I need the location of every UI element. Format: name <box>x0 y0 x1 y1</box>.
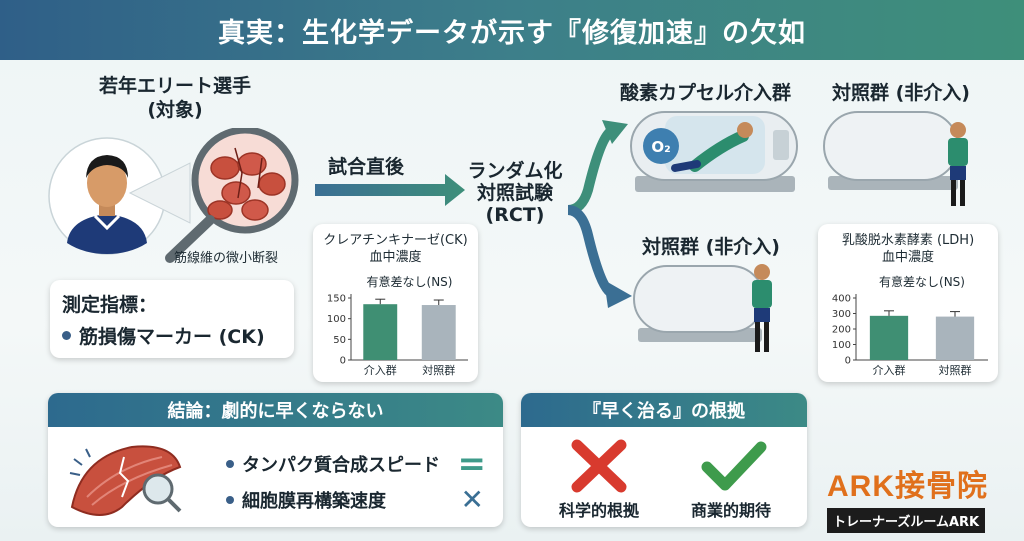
conclusion-item-membrane: 細胞膜再構築速度 ✕ <box>226 485 486 515</box>
bar-control <box>421 305 456 360</box>
bullet-icon <box>226 496 234 504</box>
ldh-chart-card: 乳酸脱水素酵素 (LDH) 血中濃度 有意差なし(NS) 0 100 200 300 40… <box>818 224 998 382</box>
brand-logo: ARK接骨院 トレーナーズルームARK <box>827 468 1019 533</box>
brand-sub: トレーナーズルームARK <box>827 508 986 533</box>
subject-line2: (対象) <box>147 99 203 121</box>
bar-intervention <box>869 315 909 360</box>
arrow-right-icon <box>315 174 465 206</box>
ck-title-line2: 血中濃度 <box>369 250 422 265</box>
y-tick-label: 100 <box>832 340 851 351</box>
conclusion-item-label: タンパク質合成スピード <box>242 455 440 476</box>
category-label: 対照群 <box>422 363 455 377</box>
y-tick-label: 200 <box>832 325 851 336</box>
basis-commercial-label: 商業的期待 <box>690 501 771 520</box>
o2-icon <box>643 128 679 164</box>
ck-chart-title: クレアチンキナーゼ(CK) 血中濃度 <box>313 232 478 266</box>
y-tick-label: 400 <box>832 294 851 305</box>
chart-annotation: 有意差なし(NS) <box>367 274 453 289</box>
y-tick-label: 50 <box>333 335 346 346</box>
bar-intervention <box>363 304 398 360</box>
rct-label: ランダム化 対照試験 (RCT) <box>465 160 565 226</box>
athlete-hair <box>86 155 128 178</box>
group-capsule-label: 酸素カプセル介入群 <box>620 82 792 104</box>
measure-item: 筋損傷マーカー (CK) <box>62 322 265 349</box>
conclusion-item-label: 細胞膜再構築速度 <box>242 491 386 512</box>
category-label: 介入群 <box>364 363 397 377</box>
ck-title-line1: クレアチンキナーゼ(CK) <box>323 233 468 248</box>
brand-name: ARK接骨院 <box>827 470 988 503</box>
flow-arrows <box>315 120 632 308</box>
arrow-up-branch-icon <box>567 128 614 215</box>
basis-panel: 『早く治る』の根拠 科学的根拠 商業的期待 <box>521 393 807 527</box>
bar-control <box>935 316 975 360</box>
basis-header: 『早く治る』の根拠 <box>521 393 807 427</box>
magnifier-handle <box>165 215 215 263</box>
subject-label: 若年エリート選手 (対象) <box>60 74 290 122</box>
conclusion-panel: 結論：劇的に早くならない タンパク質合成スピード = 細胞膜再構築速度 ✕ <box>48 393 503 527</box>
group-control-bottom-label: 対照群 (非介入) <box>642 236 780 258</box>
subject-line1: 若年エリート選手 <box>98 75 251 97</box>
equal-icon: = <box>457 444 487 484</box>
after-match-label: 試合直後 <box>328 156 405 178</box>
athlete-jersey <box>67 214 147 254</box>
muscle-fibers-icon <box>207 147 286 221</box>
bullet-icon <box>226 460 234 468</box>
group-control-top-label: 対照群 (非介入) <box>832 82 970 104</box>
category-label: 対照群 <box>939 363 972 377</box>
muscle-magnifier-icon <box>69 445 182 516</box>
conclusion-item-protein: タンパク質合成スピード = <box>226 444 487 484</box>
ck-chart-card: クレアチンキナーゼ(CK) 血中濃度 有意差なし(NS) 0 50 100 150 介入群… <box>313 224 478 382</box>
y-tick-label: 100 <box>327 314 346 325</box>
cross-icon: ✕ <box>460 483 484 516</box>
red-x-icon <box>571 439 627 493</box>
measure-card: 測定指標： 筋損傷マーカー (CK) <box>50 280 294 358</box>
zoom-beam <box>128 162 191 224</box>
conclusion-header: 結論：劇的に早くならない <box>48 393 503 427</box>
athlete-face <box>87 159 127 207</box>
athlete-illustration <box>48 128 299 263</box>
measure-title: 測定指標： <box>62 294 158 316</box>
rct-line1: ランダム化 <box>467 160 563 182</box>
y-tick-label: 150 <box>327 294 346 305</box>
y-tick-label: 0 <box>845 356 851 367</box>
rct-line3: (RCT) <box>485 204 545 226</box>
basis-science-label: 科学的根拠 <box>558 501 639 520</box>
o2-text: O₂ <box>651 138 670 156</box>
bullet-icon <box>62 331 71 340</box>
muscle-label: 筋線維の微小断裂 <box>174 251 279 266</box>
category-label: 介入群 <box>873 363 906 377</box>
y-tick-label: 300 <box>832 309 851 320</box>
ldh-title-line2: 血中濃度 <box>881 250 934 265</box>
ldh-title-line1: 乳酸脱水素酵素 (LDH) <box>841 233 975 248</box>
ck-chart: 有意差なし(NS) 0 50 100 150 介入群 対照群 <box>327 274 468 377</box>
ldh-chart: 有意差なし(NS) 0 100 200 300 400 介入群 対照群 <box>832 274 988 377</box>
green-check-icon <box>701 441 767 491</box>
ldh-chart-title: 乳酸脱水素酵素 (LDH) 血中濃度 <box>818 232 998 266</box>
title-banner: 真実：生化学データが示す『修復加速』の欠如 <box>0 0 1024 60</box>
y-tick-label: 0 <box>340 356 346 367</box>
rct-line2: 対照試験 <box>476 182 553 204</box>
control-bottom-illustration <box>633 264 772 352</box>
oxygen-capsule-illustration: O₂ <box>630 111 798 192</box>
arrow-down-branch-icon <box>567 205 614 297</box>
chart-annotation: 有意差なし(NS) <box>879 274 965 289</box>
control-top-illustration <box>823 111 968 206</box>
page-title: 真実：生化学データが示す『修復加速』の欠如 <box>218 17 806 49</box>
measure-item-label: 筋損傷マーカー (CK) <box>79 326 265 348</box>
